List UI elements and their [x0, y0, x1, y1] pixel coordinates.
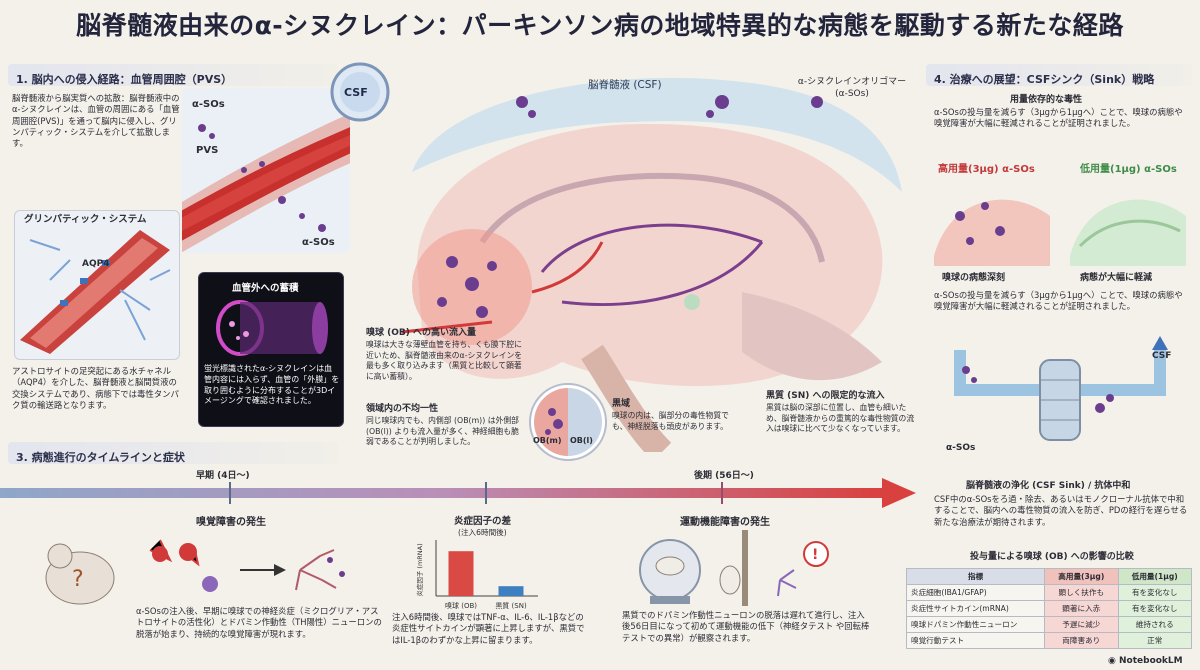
infl-title: 炎症因子の差	[454, 516, 512, 527]
region-title: 領域内の不均一性	[366, 404, 439, 414]
bar-0	[448, 551, 474, 596]
table-cell: 炎症性サイトカイン(mRNA)	[905, 600, 1046, 617]
page-title: 脳脊髄液由来のα-シヌクレイン：パーキンソン病の地域特異的な病態を駆動する新たな…	[76, 11, 1124, 40]
dose-body-2: α-SOsの投与量を減らす（3μgから1μgへ）ことで、嗅球の病態や嗅覚障害が大…	[934, 290, 1183, 312]
dose-body: α-SOsの投与量を減らす（3μgから1μgへ）ことで、嗅球の病態や嗅覚障害が大…	[934, 107, 1183, 129]
label-csf-bubble: CSF	[344, 86, 368, 99]
ob-body: 嗅球は大きな薄壁血管を持ち、くも膜下腔に近いため、脳脊髄液由来のα-シヌクレイン…	[366, 340, 523, 381]
label-pvs: PVS	[196, 145, 219, 156]
label-obm: OB(m)	[533, 436, 562, 445]
section-3-heading: 3. 病態進行のタイムラインと症状	[16, 451, 185, 464]
svg-text:?: ?	[72, 567, 84, 592]
dose-subtitle: 用量依存的な毒性	[1010, 95, 1083, 105]
glymphatic-body: アストロサイトの足突起にある水チャネル（AQP4）を介した、脳脊髄液と脳間質液の…	[12, 366, 179, 411]
table-row: 嗅覚行動テスト 両障害あり 正常	[905, 632, 1193, 649]
label-aqp4: AQP4	[82, 259, 110, 269]
section-3-header: 3. 病態進行のタイムラインと症状	[8, 442, 338, 464]
infl-body: 注入6時間後、嗅球ではTNF-α、IL-6、IL-1βなどの炎症性サイトカインが…	[392, 612, 585, 645]
table-cell: 炎症細胞(IBA1/GFAP)	[905, 584, 1046, 601]
pvs-vessel-illustration	[182, 88, 350, 253]
section-4-heading: 4. 治療への展望：CSFシンク（Sink）戦略	[934, 73, 1155, 86]
ob-cross-section	[529, 383, 607, 461]
dose-comparison-illustration	[934, 199, 1186, 266]
sn-body: 黒質は脳の深部に位置し、血管も細いため、脳脊髄液からの重篤的な毒性物質の流入は嗅…	[766, 403, 915, 434]
vessel-panel-body: 蛍光標識されたα-シヌクレインは血管内容には入らず、血管の「外膜」を取り囲むよう…	[204, 364, 340, 406]
brain-sagittal-illustration	[401, 77, 902, 452]
table-cell: 維持される	[1117, 616, 1193, 633]
section-1-body: 脳脊髄液から脳実質への拡散：脳脊髄液中のα-シヌクレインは、血管の周囲にある「血…	[12, 93, 180, 149]
table-row: 嗅球ドパミン作動性ニューロン 予遅に減少 維持される	[905, 616, 1193, 633]
table-header-row: 指標 高用量(3μg) 低用量(1μg)	[905, 568, 1193, 585]
motor-title: 運動機能障害の発生	[680, 517, 770, 528]
high-dose-caption: 嗅球の病態深刻	[942, 273, 1006, 283]
early-label: 早期 (4日〜)	[196, 471, 250, 481]
glymphatic-title: グリンパティック・システム	[24, 214, 147, 225]
high-dose-label: 高用量(3μg) α-SOs	[938, 164, 1035, 175]
low-dose-caption: 病態が大幅に軽減	[1080, 273, 1153, 283]
table-row: 炎症細胞(IBA1/GFAP) 顕しく扶作も 有を変化なし	[905, 584, 1193, 601]
table-cell: 両障害あり	[1044, 632, 1119, 649]
category-label-ob: 嗅球 (OB)	[445, 601, 477, 610]
table-title: 投与量による嗅球 (OB) への影響の比較	[970, 552, 1134, 562]
infl-subtitle: (注入6時間後)	[458, 528, 507, 537]
notebooklm-logo-icon: ◉	[1108, 656, 1119, 666]
label-obl: OB(l)	[570, 436, 593, 445]
section-4-header: 4. 治療への展望：CSFシンク（Sink）戦略	[926, 64, 1192, 86]
motor-disorder-illustration: !	[639, 530, 829, 606]
table-cell: 嗅球ドパミン作動性ニューロン	[905, 616, 1046, 633]
kokui-body: 嗅球の内は、脳部分の毒性物質でも、神経脱落も頭皮があります。	[612, 411, 729, 431]
table-row: 炎症性サイトカイン(mRNA) 顕著に入赤 有を変化なし	[905, 600, 1193, 617]
label-asos-sink: α-SOs	[946, 443, 976, 453]
brand-text: NotebookLM	[1119, 656, 1183, 666]
sink-body: CSF中のα-SOsをろ過・除去、あるいはモノクローナル抗体で中和することで、脳…	[934, 494, 1188, 527]
low-dose-label: 低用量(1μg) α-SOs	[1080, 164, 1177, 175]
oligomer-label: α-シヌクレインオリゴマー (α-SOs)	[797, 77, 907, 100]
section-1-header: 1. 脳内への侵入経路：血管周囲腔（PVS）	[8, 64, 338, 86]
table-cell: 顕著に入赤	[1044, 600, 1119, 617]
motor-body: 黒質でのドパミン作動性ニューロンの脱落は遅れて進行し、注入後56日目になって初め…	[622, 610, 870, 643]
table-header: 指標	[905, 568, 1046, 585]
smell-body: α-SOsの注入後、早期に嗅球での神経炎症（ミクログリア・アストロサイトの活性化…	[136, 606, 382, 639]
late-label: 後期 (56日〜)	[694, 471, 754, 481]
vessel-3d-image	[216, 300, 328, 356]
sink-title: 脳脊髄液の浄化 (CSF Sink) / 抗体中和	[966, 481, 1131, 491]
table-cell: 嗅覚行動テスト	[905, 632, 1046, 649]
table-cell: 顕しく扶作も	[1044, 584, 1119, 601]
dose-comparison-table: 指標 高用量(3μg) 低用量(1μg) 炎症細胞(IBA1/GFAP) 顕しく…	[905, 568, 1193, 649]
table-header: 低用量(1μg)	[1117, 568, 1193, 585]
region-body: 同じ嗅球内でも、内側部 (OB(m)) は外側部 (OB(l)) よりも流入量が…	[366, 416, 519, 447]
ob-title: 嗅球 (OB) への高い流入量	[366, 328, 477, 338]
section-1-heading: 1. 脳内への侵入経路：血管周囲腔（PVS）	[16, 73, 233, 86]
svg-text:!: !	[812, 547, 818, 563]
table-cell: 有を変化なし	[1117, 584, 1193, 601]
label-asos-top: α-SOs	[192, 99, 225, 110]
category-label-sn: 黒質 (SN)	[495, 601, 527, 610]
csf-sink-filter-illustration	[954, 336, 1168, 441]
glymphatic-illustration	[20, 230, 171, 354]
timeline-arrow	[0, 478, 916, 508]
table-cell: 正常	[1117, 632, 1193, 649]
csf-magnifier-icon	[330, 62, 390, 122]
table-header: 高用量(3μg)	[1044, 568, 1119, 585]
label-asos-bottom: α-SOs	[302, 237, 335, 248]
inflammation-bar-chart: 炎症因子 (mRNA) 嗅球 (OB) 黒質 (SN)	[415, 540, 538, 610]
table-cell: 予遅に減少	[1044, 616, 1119, 633]
chart-ylabel: 炎症因子 (mRNA)	[415, 543, 424, 596]
csf-label: 脳脊髄液 (CSF)	[588, 79, 662, 91]
smell-title: 嗅覚障害の発生	[196, 517, 266, 528]
bar-1	[498, 586, 524, 596]
sn-title: 黒質 (SN) への限定的な流入	[766, 391, 885, 401]
smell-disorder-illustration: ?	[45, 539, 345, 605]
vessel-panel-title: 血管外への蓄積	[232, 283, 299, 294]
notebooklm-brand: ◉ NotebookLM	[1108, 656, 1183, 666]
table-cell: 有を変化なし	[1117, 600, 1193, 617]
kokui-title: 黒域	[612, 399, 631, 409]
label-csf-sink: CSF	[1152, 351, 1172, 361]
